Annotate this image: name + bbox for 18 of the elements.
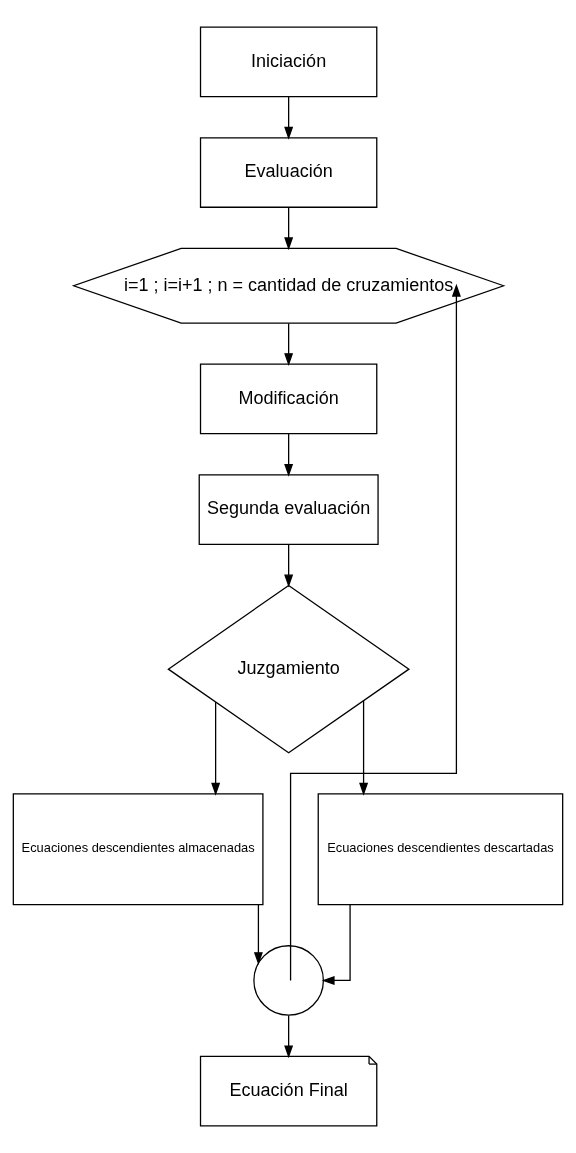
arrow: [284, 322, 294, 367]
node-box: Ecuaciones descendientes descartadas: [317, 793, 564, 906]
arrow: [284, 207, 294, 251]
arrow: [284, 96, 294, 140]
arrow: [359, 700, 369, 796]
node-box: Ecuaciones descendientes almacenadas: [12, 793, 264, 906]
arrow: [284, 1014, 294, 1059]
arrow: [211, 701, 221, 796]
arrow: [284, 543, 294, 588]
node-diamond: Juzgamiento: [167, 584, 411, 754]
node-box: Iniciación: [199, 26, 378, 98]
node-box: Evaluación: [199, 137, 378, 208]
arrow: [289, 283, 461, 982]
node-box: Segunda evaluación: [198, 474, 379, 545]
arrow: [321, 904, 351, 985]
arrow: [284, 433, 294, 477]
arrow: [253, 904, 263, 966]
node-box: Modificación: [199, 363, 378, 435]
